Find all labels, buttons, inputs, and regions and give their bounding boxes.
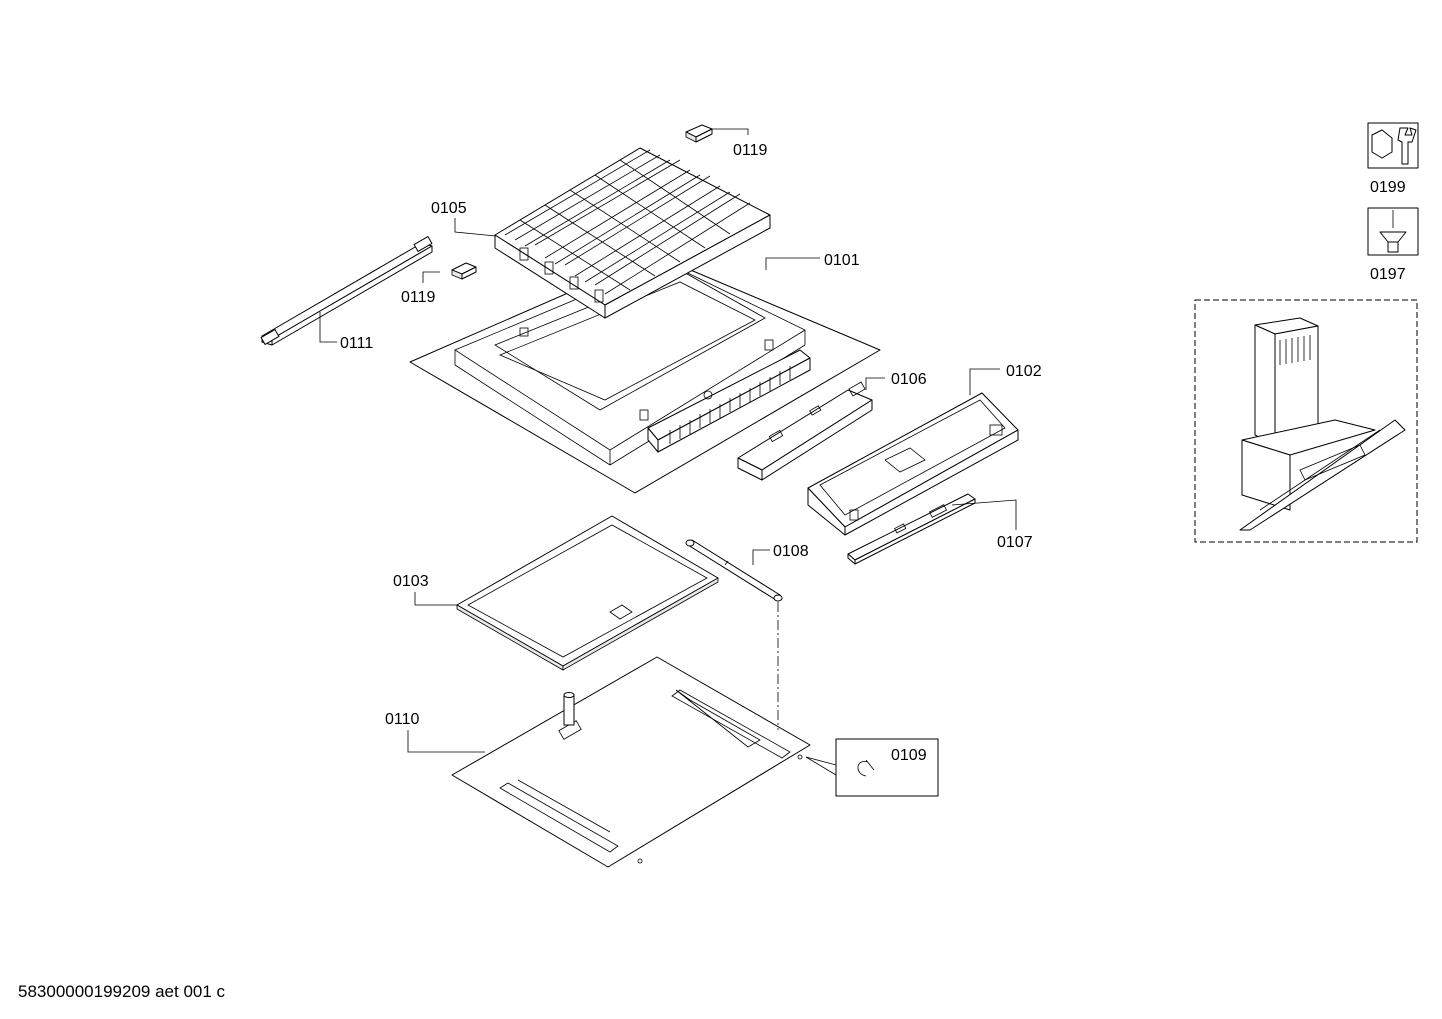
label-0102: 0102 bbox=[1006, 363, 1042, 380]
label-0101: 0101 bbox=[824, 252, 860, 269]
label-0106: 0106 bbox=[891, 371, 927, 388]
label-0199: 0199 bbox=[1370, 179, 1406, 196]
part-0119-clip-side[interactable] bbox=[451, 262, 477, 280]
part-0119-clip-top[interactable] bbox=[685, 124, 713, 143]
label-0108: 0108 bbox=[773, 543, 809, 560]
label-0105: 0105 bbox=[431, 200, 467, 217]
part-0103-filter-frame[interactable] bbox=[456, 515, 719, 671]
label-0110: 0110 bbox=[385, 711, 420, 728]
part-0102-trough[interactable] bbox=[807, 392, 1019, 536]
label-0109: 0109 bbox=[891, 747, 927, 764]
label-0197: 0197 bbox=[1370, 266, 1406, 283]
part-0106-bracket[interactable] bbox=[737, 381, 873, 481]
part-0110-bottom-plate[interactable] bbox=[451, 656, 811, 868]
wrench-nut-icon bbox=[1367, 122, 1419, 169]
label-0119-side: 0119 bbox=[401, 289, 436, 306]
part-0111-rail[interactable] bbox=[260, 236, 433, 346]
label-0103: 0103 bbox=[393, 573, 429, 590]
part-0101-panel[interactable] bbox=[409, 254, 881, 494]
part-0108-rod[interactable] bbox=[685, 539, 783, 602]
label-0119-top: 0119 bbox=[733, 142, 768, 159]
drawing-code: 58300000199209 aet 001 c bbox=[18, 982, 226, 1001]
label-0111: 0111 bbox=[340, 335, 373, 352]
label-0107: 0107 bbox=[997, 534, 1033, 551]
assembled-hood-inset bbox=[1194, 299, 1418, 543]
screwdriver-screw-icon bbox=[1367, 207, 1419, 256]
part-0105-filter-cassette[interactable] bbox=[494, 147, 771, 319]
part-0109-retaining-ring[interactable] bbox=[805, 738, 939, 797]
leader-lines bbox=[319, 128, 1017, 753]
part-labels: 0119 0105 0101 0119 0111 0106 0102 0107 … bbox=[340, 142, 1406, 764]
part-0107-strip[interactable] bbox=[847, 493, 976, 565]
